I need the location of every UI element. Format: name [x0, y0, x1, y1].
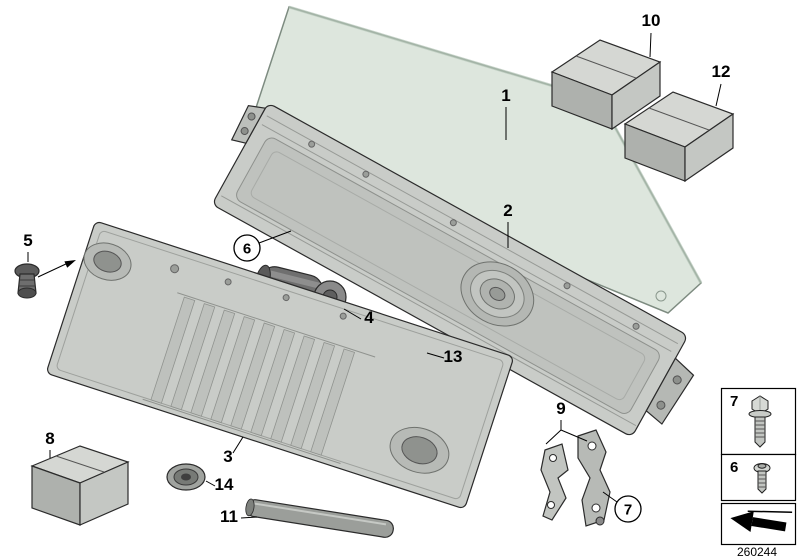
- legend-screw-label: 6: [730, 459, 738, 476]
- legend-panel: 7 6: [720, 387, 797, 546]
- grommet: [166, 463, 206, 491]
- hex-bolt-icon: [748, 395, 772, 448]
- leader-line-4: [343, 308, 362, 320]
- callout-14[interactable]: 14: [215, 475, 234, 494]
- callout-11[interactable]: 11: [220, 507, 238, 526]
- leader-line-14: [205, 480, 216, 487]
- leader-line-9: [545, 420, 588, 445]
- callout-10[interactable]: 10: [642, 11, 661, 30]
- legend-row-bolt: 7: [720, 387, 797, 456]
- leader-lines: [27, 32, 722, 519]
- parts-box-12: [623, 91, 735, 183]
- lid-speaker-rings: [460, 261, 535, 327]
- leader-line-6: [258, 230, 292, 244]
- callout-6-label: 6: [243, 241, 251, 258]
- leader-line-12: [715, 83, 722, 107]
- folding-top-lid-panel: [213, 104, 695, 436]
- panel-opening-right: [389, 426, 450, 474]
- flange-screw-icon: [753, 463, 771, 494]
- legend-bolt-label: 7: [730, 393, 738, 410]
- leader-line-3: [232, 436, 244, 454]
- callout-7-label: 7: [624, 502, 632, 519]
- callout-7-circled[interactable]: 7: [614, 495, 642, 523]
- leader-line-10: [649, 32, 652, 58]
- legend-row-screw: 6: [720, 453, 797, 502]
- direction-arrow-icon: [730, 510, 793, 532]
- leader-line-5: [27, 252, 69, 278]
- callout-5[interactable]: 5: [23, 231, 32, 250]
- leader-line-13: [426, 352, 445, 359]
- leader-line-7: [602, 491, 618, 503]
- expanding-rivet-plug: [14, 263, 40, 299]
- callout-9[interactable]: 9: [556, 399, 565, 418]
- mounting-bracket-right: [577, 429, 611, 527]
- panel-opening-left: [83, 242, 132, 281]
- lid-end-bracket-right: [645, 357, 695, 425]
- leader-line-11: [240, 516, 258, 519]
- callout-2[interactable]: 2: [503, 201, 512, 220]
- lid-hinge-tab-left: [230, 104, 267, 144]
- parts-box-8: [30, 445, 130, 526]
- parts-box-10: [550, 39, 662, 131]
- leader-arrowhead-5: [64, 260, 76, 268]
- callout-13[interactable]: 13: [444, 347, 463, 366]
- callout-4[interactable]: 4: [364, 308, 374, 327]
- callout-8[interactable]: 8: [45, 429, 54, 448]
- callout-12[interactable]: 12: [712, 62, 731, 81]
- legend-row-direction: [720, 502, 797, 546]
- mounting-bracket-left: [540, 443, 569, 521]
- support-rod: [245, 498, 394, 538]
- callout-3[interactable]: 3: [223, 447, 232, 466]
- diagram-number: 260244: [737, 545, 777, 559]
- callout-1[interactable]: 1: [501, 86, 510, 105]
- partition-panel: [47, 221, 513, 509]
- callout-6-circled[interactable]: 6: [233, 234, 261, 262]
- glass-mount-hole: [655, 290, 667, 302]
- panel-rib-section: [142, 292, 376, 464]
